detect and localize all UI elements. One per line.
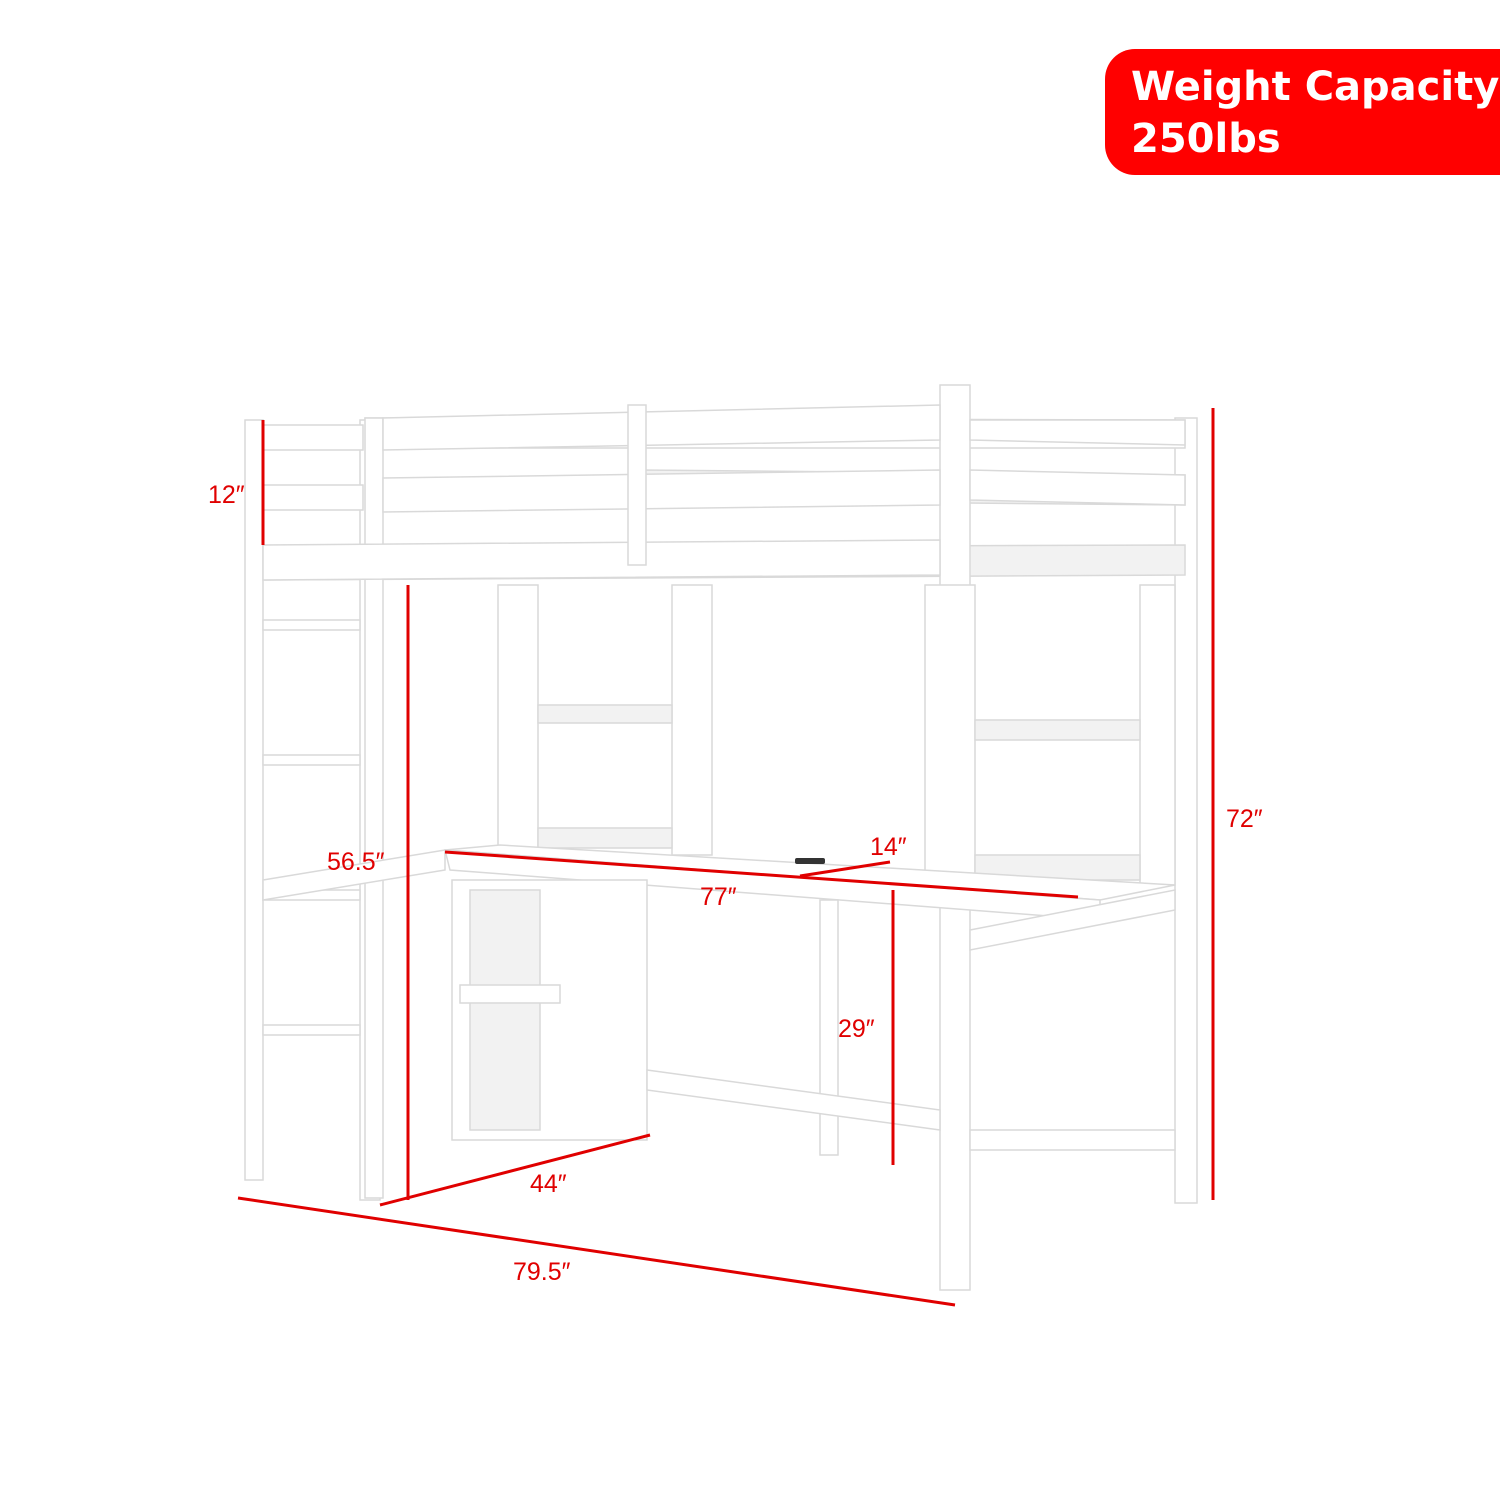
- desk-length-line: [444, 850, 1079, 899]
- width-line: [379, 1133, 651, 1207]
- desk-height-label: 29″: [838, 1015, 875, 1043]
- length-line: [237, 1196, 956, 1307]
- width-label: 44″: [530, 1170, 567, 1198]
- badge-value: 250lbs: [1131, 116, 1281, 162]
- desk-length-label: 77″: [700, 883, 737, 911]
- left-shelf-unit: [497, 584, 713, 856]
- desk-depth-label: 14″: [870, 833, 907, 861]
- right-shelf-unit: [924, 584, 1176, 886]
- desk-depth-line: [799, 860, 891, 878]
- loft-bed: [244, 384, 1198, 1291]
- desk: [444, 844, 1176, 1156]
- weight-capacity-badge: Weight Capacity 250lbs: [1105, 49, 1500, 175]
- badge-title: Weight Capacity: [1131, 64, 1500, 110]
- ladder: [244, 419, 381, 1201]
- total-height-label: 72″: [1226, 805, 1263, 833]
- clearance-label: 56.5″: [327, 848, 385, 876]
- rail-height-label: 12″: [208, 481, 245, 509]
- length-label: 79.5″: [513, 1258, 571, 1286]
